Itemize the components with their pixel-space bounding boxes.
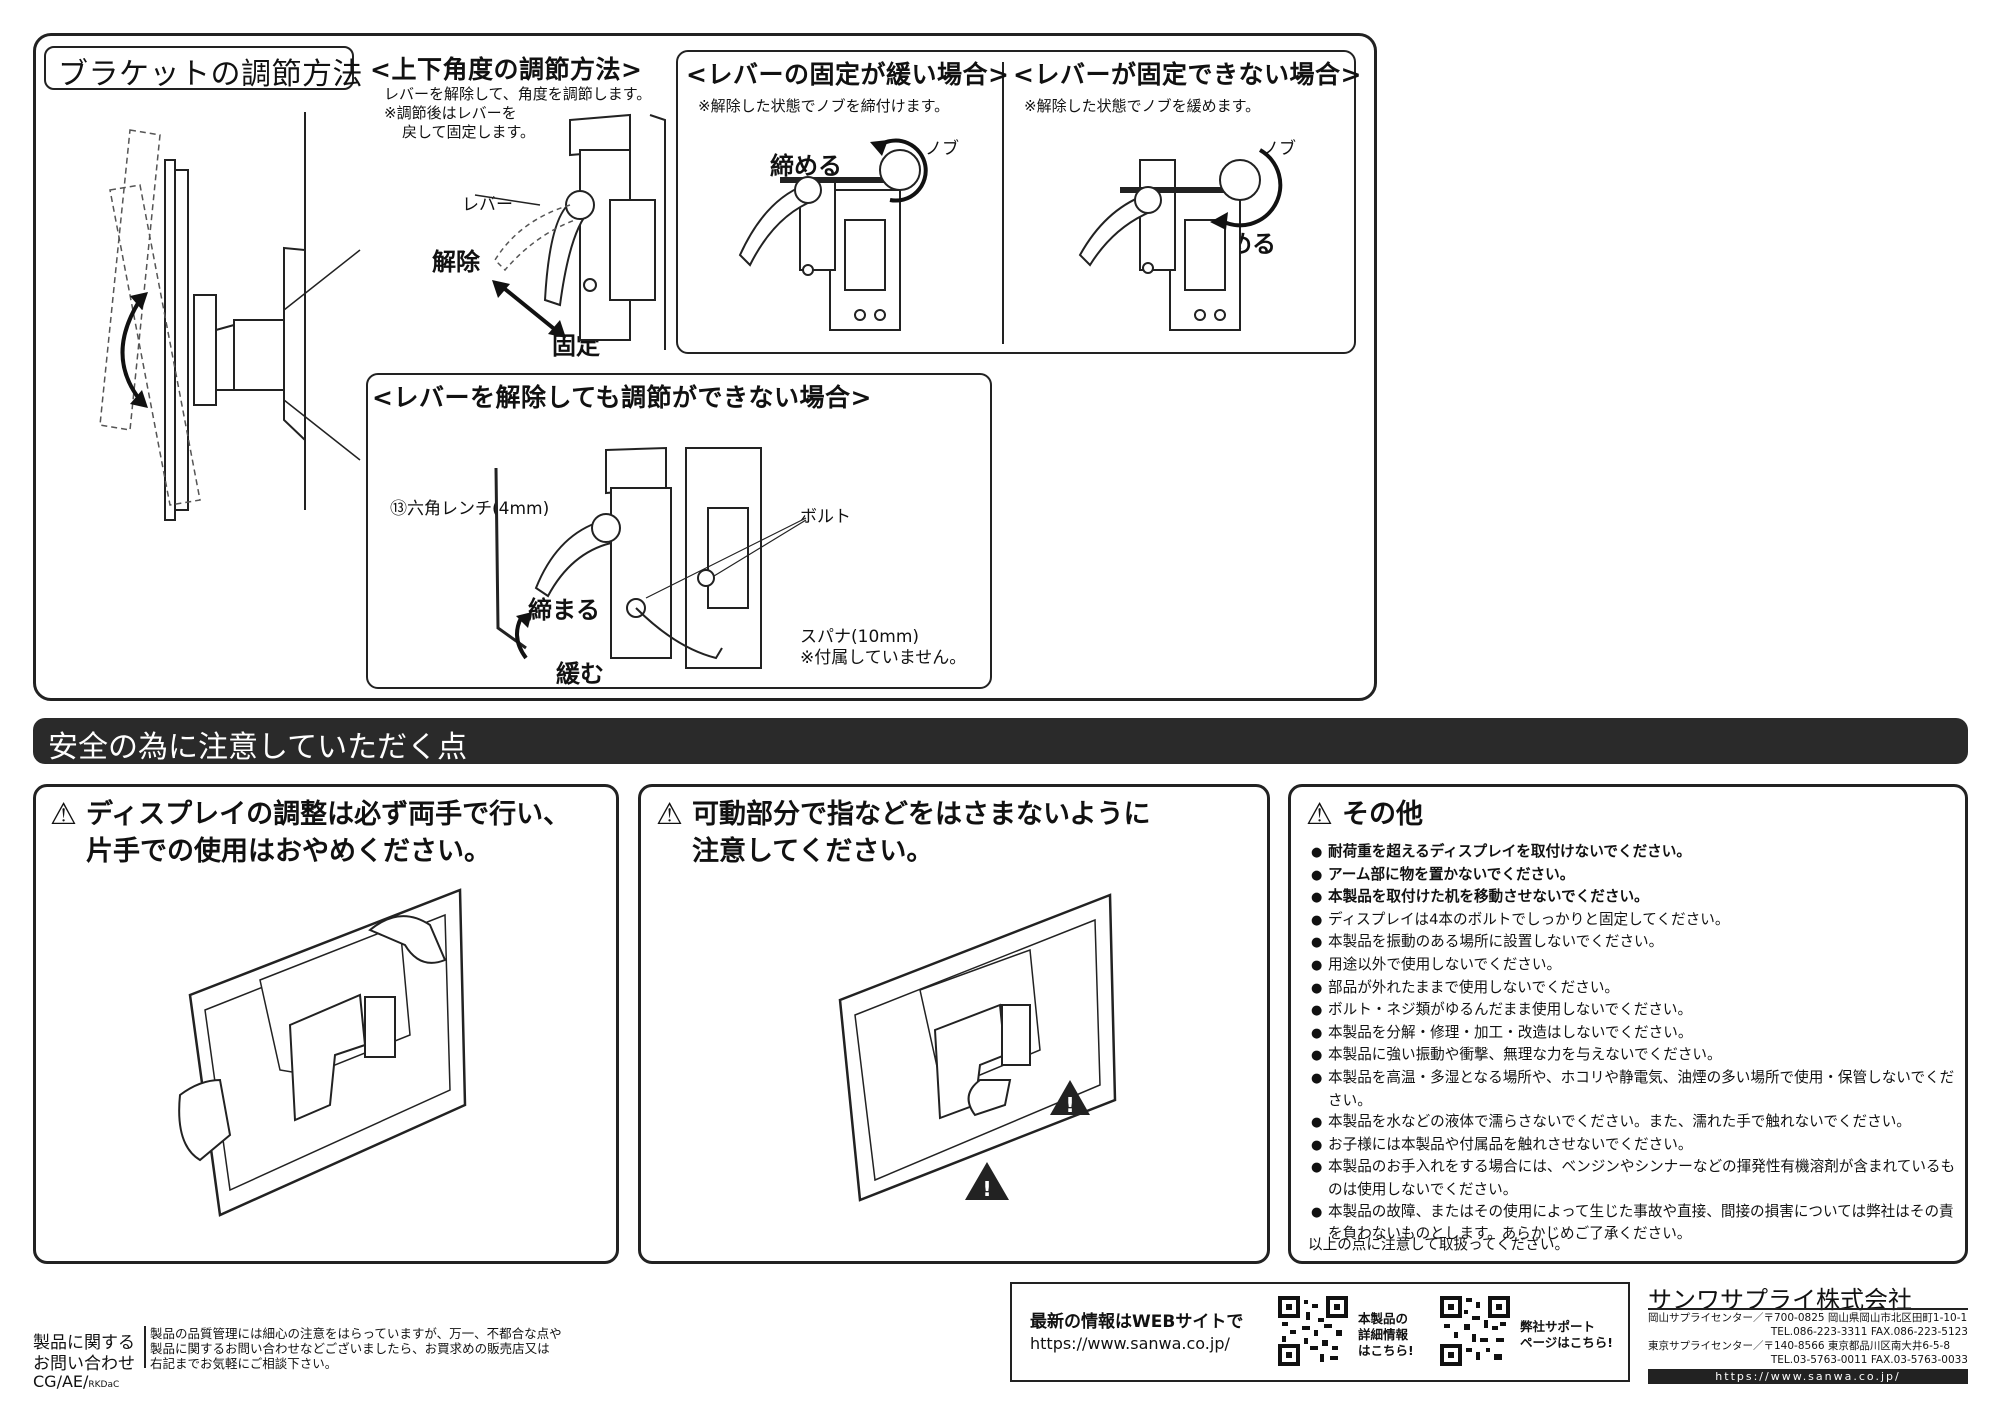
tokyo-address: 〒140-8566 東京都品川区南大井6-5-8 — [1763, 1340, 1951, 1352]
okayama-tel: TEL.086-223-3311 FAX.086-223-5123 — [1770, 1326, 1968, 1338]
pinch-illustration: ! ! — [838, 893, 1117, 1202]
caution-item: 用途以外で使用しないでください。 — [1308, 954, 1958, 977]
warning-icon: ⚠ — [656, 797, 683, 832]
knob-label-2: ノブ — [1262, 139, 1296, 159]
web-url[interactable]: https://www.sanwa.co.jp/ — [1030, 1334, 1230, 1353]
loose-knob-illustration — [738, 138, 928, 331]
product-code-small: RKDaC — [88, 1380, 120, 1390]
caution-item: 本製品に強い振動や衝撃、無理な力を与えないでください。 — [1308, 1044, 1958, 1067]
caution-item: 本製品の故障、またはその使用によって生じた事故や直接、間接の損害については弊社は… — [1308, 1201, 1958, 1245]
knob-label-1: ノブ — [925, 139, 959, 159]
bracket-title: ブラケットの調節方法 — [58, 57, 363, 92]
product-code: CG/AE/RKDaC — [33, 1372, 119, 1391]
warning-1-line1: ディスプレイの調整は必ず両手で行い、 — [86, 799, 571, 830]
caution-item: アーム部に物を置かないでください。 — [1308, 864, 1958, 887]
caution-item: 本製品を水などの液体で濡らさないでください。また、濡れた手で触れないでください。 — [1308, 1111, 1958, 1134]
two-hands-illustration — [178, 888, 467, 1217]
web-info-box — [1010, 1282, 1630, 1382]
okayama-address: 〒700-0825 岡山県岡山市北区田町1-10-1 — [1763, 1312, 1968, 1324]
inquiry-divider — [144, 1326, 146, 1368]
tilt-desc-3: 戻して固定します。 — [402, 123, 536, 141]
safety-banner — [33, 718, 1968, 764]
inquiry-notice-2: 製品に関するお問い合わせなどございましたら、お買求めの販売店又は — [150, 1341, 550, 1356]
company-divider — [1648, 1308, 1968, 1310]
cannot-fix-knob-illustration — [1078, 148, 1283, 331]
tokyo-label: 東京サプライセンター／ — [1648, 1340, 1764, 1352]
caution-item: 本製品のお手入れをする場合には、ベンジンやシンナーなどの揮発性有機溶剤が含まれて… — [1308, 1156, 1958, 1200]
inquiry-notice-1: 製品の品質管理には細心の注意をはらっていますが、万一、不都合な点や — [150, 1326, 562, 1341]
warning-icon: ⚠ — [1306, 797, 1333, 832]
closing-note: 以上の点に注意して取扱ってください。 — [1308, 1236, 1570, 1253]
other-title: その他 — [1342, 799, 1423, 830]
caution-item: 本製品を振動のある場所に設置しないでください。 — [1308, 931, 1958, 954]
caution-item: 耐荷重を超えるディスプレイを取付けないでください。 — [1308, 841, 1958, 864]
qr1-label-3: はこちら! — [1358, 1343, 1414, 1358]
cannot-adjust-illustration — [494, 446, 807, 669]
cannot-fix-note: ※解除した状態でノブを緩めます。 — [1024, 97, 1261, 115]
caution-list: 耐荷重を超えるディスプレイを取付けないでください。アーム部に物を置かないでくださ… — [1308, 841, 1958, 1245]
okayama-label: 岡山サプライセンター／ — [1648, 1312, 1764, 1324]
svg-text:!: ! — [1065, 1093, 1074, 1117]
cannot-fix-heading: <レバーが固定できない場合> — [1013, 60, 1362, 89]
tilt-desc-1: レバーを解除して、角度を調節します。 — [384, 85, 652, 103]
web-line-1: 最新の情報はWEBサイトで — [1030, 1312, 1244, 1332]
caution-item: ディスプレイは4本のボルトでしっかりと固定してください。 — [1308, 909, 1958, 932]
qr2-label-1: 弊社サポート — [1520, 1319, 1596, 1334]
tightens-label: 締まる — [528, 596, 600, 624]
caution-item: ボルト・ネジ類がゆるんだまま使用しないでください。 — [1308, 999, 1958, 1022]
tilt-lever-illustration — [474, 113, 666, 350]
qr2-label-2: ページはこちら! — [1520, 1335, 1613, 1350]
qr-code-product[interactable] — [1278, 1296, 1348, 1366]
caution-item: 本製品を取付けた机を移動させないでください。 — [1308, 886, 1958, 909]
company-url-bar[interactable]: https://www.sanwa.co.jp/ — [1648, 1369, 1968, 1384]
cannot-adjust-box — [366, 373, 992, 689]
qr1-label-2: 詳細情報 — [1358, 1327, 1409, 1342]
qr-code-support[interactable] — [1440, 1296, 1510, 1366]
warning-1-line2: 片手での使用はおやめください。 — [86, 836, 491, 867]
bracket-title-box — [44, 46, 354, 90]
release-label: 解除 — [432, 248, 480, 276]
cannot-adjust-heading: <レバーを解除しても調節ができない場合> — [372, 383, 872, 412]
caution-item: お子様には本製品や付属品を触れさせないでください。 — [1308, 1134, 1958, 1157]
lever-label: レバー — [462, 195, 513, 215]
spanner-not-included: ※付属していません。 — [800, 648, 967, 668]
warning-icon: ⚠ — [50, 797, 77, 832]
company-name: サンワサプライ株式会社 — [1648, 1286, 1912, 1314]
loose-note: ※解除した状態でノブを締付けます。 — [698, 97, 950, 115]
tokyo-center: 東京サプライセンター／〒140-8566 東京都品川区南大井6-5-8 — [1648, 1340, 1968, 1353]
caution-item: 部品が外れたままで使用しないでください。 — [1308, 977, 1958, 1000]
caution-item: 本製品を分解・修理・加工・改造はしないでください。 — [1308, 1022, 1958, 1045]
loose-heading: <レバーの固定が緩い場合> — [686, 60, 1010, 89]
inquiry-label-2: お問い合わせ — [33, 1354, 135, 1374]
caution-item: 本製品を高温・多湿となる場所や、ホコリや静電気、油煙の多い場所で使用・保管しない… — [1308, 1067, 1958, 1111]
qr1-label-1: 本製品の — [1358, 1311, 1409, 1326]
okayama-center: 岡山サプライセンター／〒700-0825 岡山県岡山市北区田町1-10-1 — [1648, 1312, 1968, 1325]
inquiry-label-1: 製品に関する — [33, 1333, 135, 1353]
company-url: https://www.sanwa.co.jp/ — [1715, 1370, 1901, 1383]
divider — [1002, 62, 1004, 344]
inquiry-notice-3: 右記までお気軽にご相談下さい。 — [150, 1356, 338, 1371]
tokyo-tel: TEL.03-5763-0011 FAX.03-5763-0033 — [1770, 1354, 1968, 1366]
tilt-heading: <上下角度の調節方法> — [370, 55, 643, 84]
tighten-label: 締める — [770, 152, 842, 180]
hex-wrench-label: ⑬六角レンチ(4mm) — [390, 499, 550, 519]
spanner-label: スパナ(10mm) — [800, 627, 920, 647]
safety-banner-text: 安全の為に注意していただく点 — [48, 730, 468, 765]
product-code-main: CG/AE/ — [33, 1372, 89, 1391]
release-fix-arrow — [492, 280, 566, 338]
tilt-side-illustration — [99, 112, 361, 521]
svg-text:!: ! — [982, 1177, 991, 1201]
warning-2-line1: 可動部分で指などをはさまないように — [692, 799, 1151, 830]
warning-2-line2: 注意してください。 — [692, 836, 934, 867]
loosens-label: 緩む — [556, 660, 604, 688]
tilt-desc-2: ※調節後はレバーを — [384, 104, 517, 122]
bolt-label: ボルト — [800, 507, 851, 527]
